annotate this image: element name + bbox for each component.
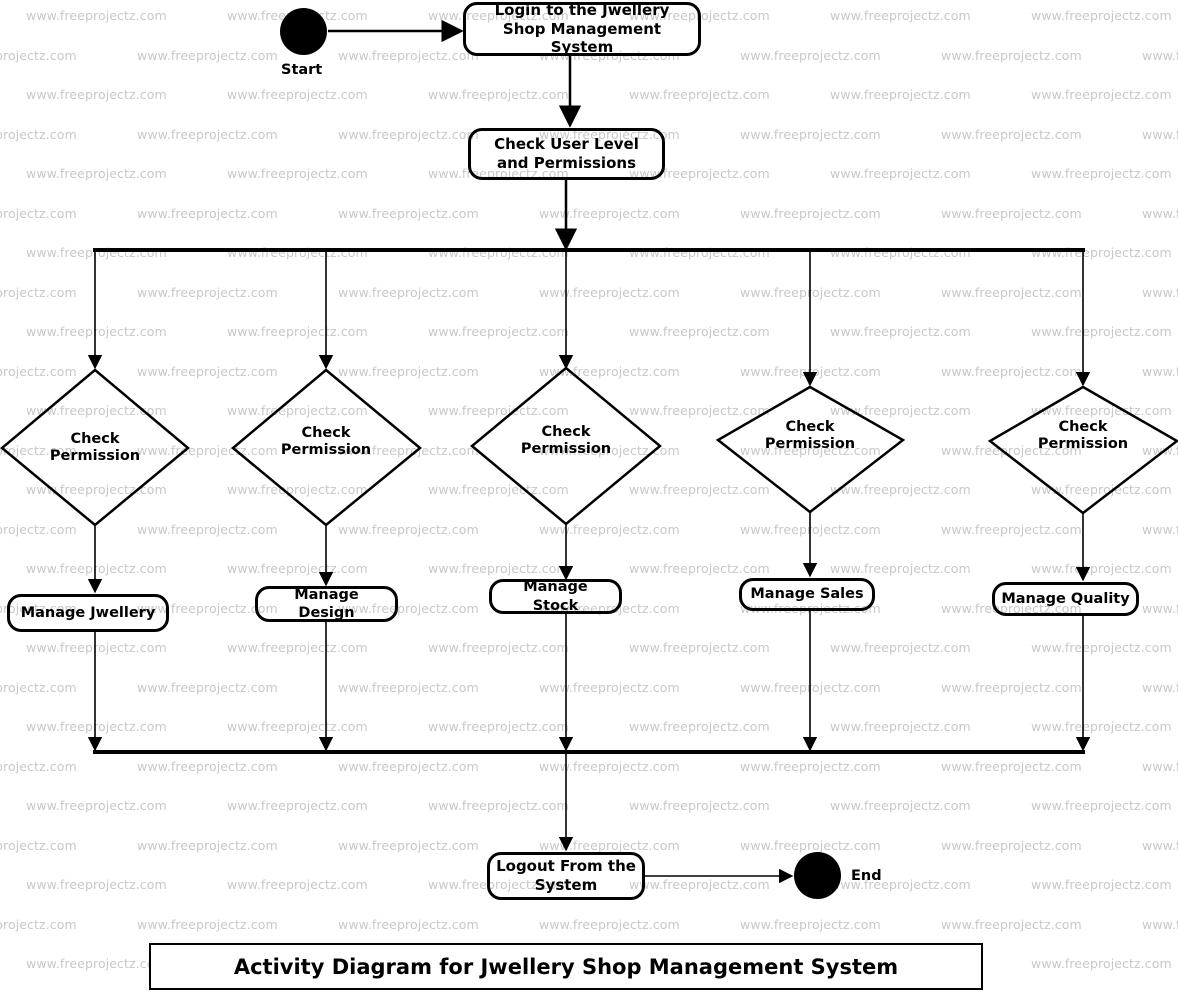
diagram-title-bar: Activity Diagram for Jwellery Shop Manag… (149, 943, 983, 990)
activity-manage-sales[interactable]: Manage Sales (739, 578, 875, 611)
decision-label-2: Check Permission (266, 425, 386, 460)
decision-label-4: Check Permission (750, 419, 870, 454)
activity-logout[interactable]: Logout From the System (487, 852, 645, 900)
decision-label-1-line2: Permission (49, 448, 141, 465)
decision-label-5-line1: Check (1058, 419, 1108, 435)
activity-manage-design[interactable]: Manage Design (255, 586, 398, 622)
end-label: End (851, 868, 882, 884)
decision-label-2-line1: Check (301, 425, 351, 441)
decision-label-2-line2: Permission (280, 442, 372, 459)
decision-label-3-line2: Permission (520, 441, 612, 458)
start-label: Start (281, 62, 323, 78)
activity-manage-jwellery[interactable]: Manage Jwellery (7, 594, 169, 632)
decision-label-3: Check Permission (506, 424, 626, 459)
decision-label-4-line2: Permission (764, 436, 856, 453)
decision-label-1-line1: Check (70, 431, 120, 447)
decision-label-5-line2: Permission (1037, 436, 1129, 453)
decision-label-4-line1: Check (785, 419, 835, 435)
decision-label-3-line1: Check (541, 424, 591, 440)
activity-login[interactable]: Login to the Jwellery Shop Management Sy… (463, 1, 701, 56)
activity-manage-stock[interactable]: Manage Stock (489, 579, 622, 614)
decision-label-5: Check Permission (1023, 419, 1143, 454)
diagram-title: Activity Diagram for Jwellery Shop Manag… (233, 954, 899, 979)
activity-check-user-level[interactable]: Check User Level and Permissions (468, 128, 665, 180)
end-node[interactable] (794, 852, 841, 899)
decision-label-1: Check Permission (35, 431, 155, 466)
activity-manage-quality[interactable]: Manage Quality (992, 582, 1139, 616)
start-node[interactable] (280, 8, 327, 55)
